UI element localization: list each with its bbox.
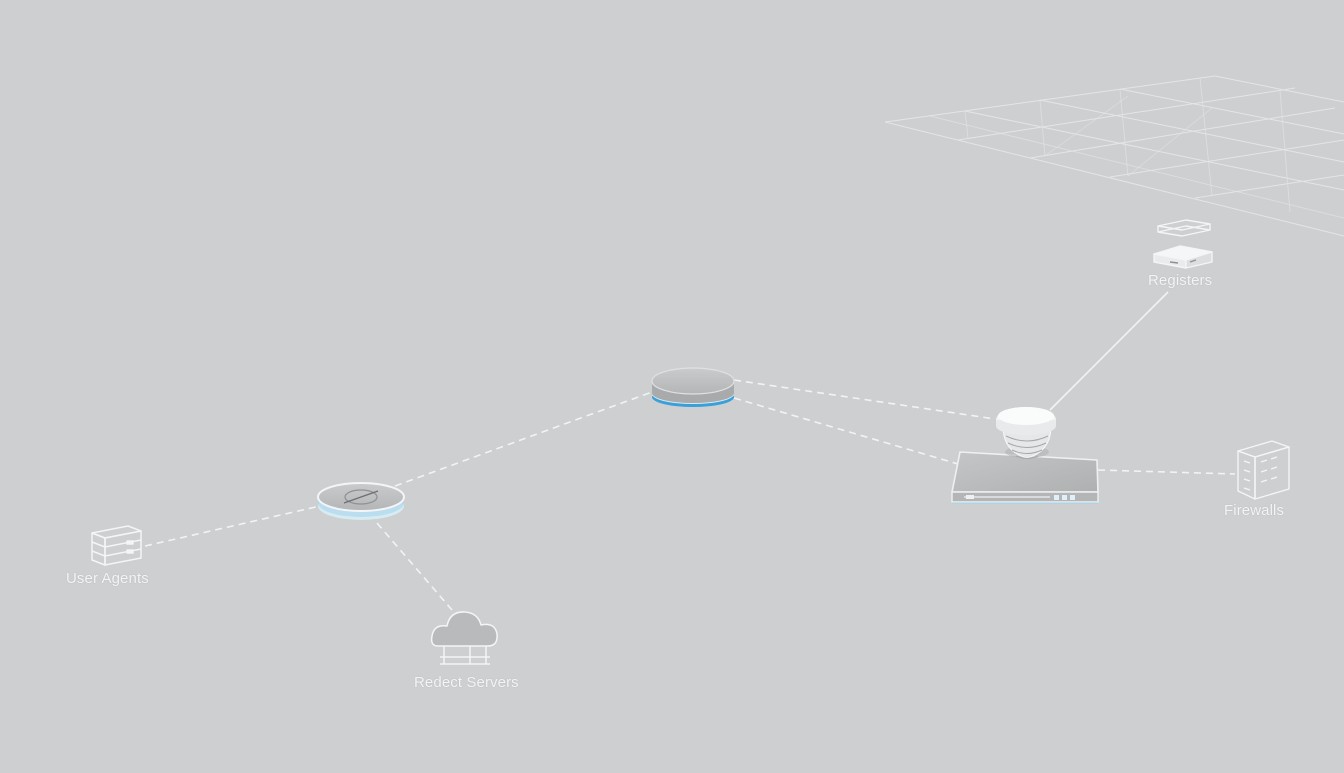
edge-user-agents-proxy [144,505,321,547]
registers-label: Registers [1148,272,1213,289]
core-hub-node[interactable] [651,367,735,407]
dome-node-icon[interactable] [996,407,1056,459]
edge-switch-firewalls [1097,469,1236,475]
connections [144,291,1236,611]
building-icon [1237,440,1290,500]
user-agents-label: User Agents [66,570,149,587]
edge-proxy-redect [376,522,453,611]
network-switch-icon[interactable] [951,451,1099,504]
redect-servers-label: Redect Servers [414,674,519,691]
edge-core-switch [733,397,959,465]
cloud-server-icon [430,611,498,665]
edge-core-lamp [733,379,996,420]
proxy-hub-node[interactable] [317,482,405,520]
perspective-grid [884,75,1344,237]
edge-switch-registers [1049,291,1169,411]
edge-proxy-core [394,391,653,487]
firewalls-label: Firewalls [1224,502,1285,519]
server-stack-icon [91,525,142,566]
stacked-layers-icon [1153,219,1213,269]
